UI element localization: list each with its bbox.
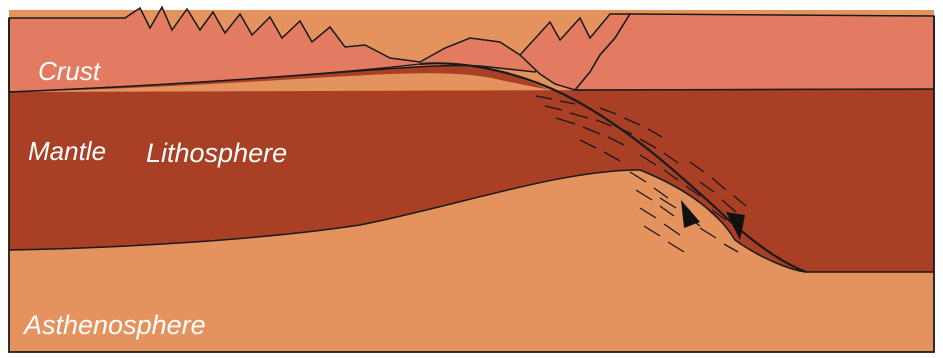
mantle-label: Mantle bbox=[28, 138, 106, 164]
crust-right bbox=[575, 14, 934, 90]
asthenosphere-label: Asthenosphere bbox=[24, 312, 206, 339]
lithosphere-label: Lithosphere bbox=[146, 140, 287, 167]
crust-label: Crust bbox=[38, 58, 100, 84]
